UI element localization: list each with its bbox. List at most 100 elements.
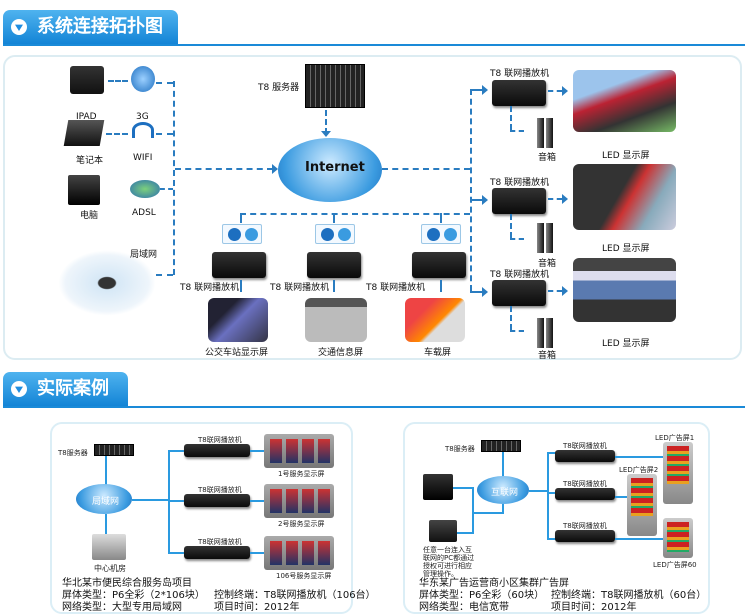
player-label: T8联网播放机: [198, 436, 242, 444]
media-player-icon: [212, 252, 266, 278]
link-line: [333, 280, 335, 292]
led-ad-screen-icon: [627, 474, 657, 536]
case-title: 华北某市便民综合服务岛项目: [62, 578, 192, 589]
screen-label: 公交车站显示屏: [205, 348, 269, 358]
note-text: 任意一台连入互联网的PC都通过授权可进行相应管理操作。: [423, 546, 474, 578]
vehicle-screen-photo: [405, 298, 465, 342]
led-screen-photo: [573, 258, 676, 322]
server-label: T8 服务器: [258, 83, 300, 93]
link-line: [240, 213, 470, 215]
player-label: T8 联网播放机: [180, 283, 240, 293]
link-line: [156, 82, 173, 84]
media-player-icon: [555, 450, 615, 462]
speaker-icon: [546, 223, 553, 253]
link-line: [382, 168, 470, 170]
screen-label: LED广告屏2: [619, 466, 659, 474]
divider: [3, 406, 745, 408]
traffic-info-screen-photo: [305, 298, 367, 342]
laptop-icon: [63, 120, 105, 146]
ipad-icon: [70, 66, 104, 94]
arrow-icon: [482, 287, 488, 297]
lan-network-icon: [58, 250, 156, 316]
speaker-icon: [546, 318, 553, 348]
service-screen-icon: [264, 484, 334, 518]
case-control-terminal: 控制终端：T8联网播放机（60台）: [551, 590, 707, 601]
case-network-type: 网络类型：电信宽带: [419, 602, 509, 613]
arrow-icon: [562, 286, 568, 296]
link-line: [510, 306, 512, 330]
wifi-icon: [132, 122, 154, 138]
led-ad-screen-icon: [663, 518, 693, 558]
link-line: [548, 198, 562, 200]
led-screen-photo: [573, 164, 676, 230]
arrow-icon: [482, 85, 488, 95]
link-line: [548, 90, 562, 92]
bus-stop-screen-photo: [208, 298, 268, 342]
player-label: T8联网播放机: [563, 522, 607, 530]
section-tab-topology[interactable]: 系统连接拓扑图: [3, 10, 178, 44]
case-title: 华东某广告运营商小区集群广告屏: [419, 578, 569, 589]
server-icon: [481, 440, 521, 452]
link-line: [470, 291, 482, 293]
link-line: [240, 213, 242, 223]
section-title: 实际案例: [37, 378, 109, 399]
laptop-icon: [429, 520, 457, 542]
case-project-time: 项目时间：2012年: [214, 602, 300, 613]
screen-label: 106号服务显示屏: [276, 572, 332, 580]
media-player-icon: [492, 80, 546, 106]
3g-label: 3G: [136, 112, 149, 122]
pc-label: 中心机房: [94, 564, 126, 573]
screen-label: 车载屏: [424, 348, 452, 358]
link-line: [175, 168, 273, 170]
arrow-icon: [562, 194, 568, 204]
media-player-icon: [492, 188, 546, 214]
link-line: [108, 80, 128, 82]
divider: [3, 44, 745, 46]
section-title: 系统连接拓扑图: [37, 16, 163, 37]
internet-cloud-icon: [477, 476, 529, 504]
note-line: 授权可进行相应: [423, 562, 472, 570]
wifi-label: WIFI: [133, 153, 153, 163]
section-icon: [11, 381, 27, 397]
link-line: [470, 89, 472, 291]
lan-label: 局域网: [130, 250, 158, 260]
arrow-icon: [482, 195, 488, 205]
speaker-label: 音箱: [538, 351, 557, 361]
speaker-icon: [546, 118, 553, 148]
media-player-icon: [555, 530, 615, 542]
link-line: [156, 133, 173, 135]
media-player-icon: [184, 444, 250, 457]
led-screen-label: LED 显示屏: [602, 339, 650, 349]
link-line: [156, 274, 173, 276]
player-label: T8 联网播放机: [490, 178, 550, 188]
speaker-icon: [537, 318, 544, 348]
player-label: T8 联网播放机: [490, 270, 550, 280]
led-ad-screen-icon: [663, 442, 693, 504]
internet-label: Internet: [305, 160, 365, 175]
player-label: T8 联网播放机: [490, 69, 550, 79]
screen-label: LED广告屏60: [653, 561, 697, 569]
media-player-icon: [492, 280, 546, 306]
link-line: [470, 199, 482, 201]
3g-icon: [131, 66, 155, 92]
media-player-icon: [307, 252, 361, 278]
cloud-label: 互联网: [491, 488, 519, 498]
server-icon: [305, 64, 365, 108]
wireless-module-icon: [222, 224, 262, 244]
case-screen-type: 屏体类型：P6全彩（60块）: [419, 590, 545, 601]
speaker-label: 音箱: [538, 153, 557, 163]
case-control-terminal: 控制终端：T8联网播放机（106台）: [214, 590, 376, 601]
link-line: [440, 280, 442, 292]
adsl-label: ADSL: [132, 208, 156, 218]
case-card-2: T8服务器 互联网 任意一台连入互联网的PC都通过授权可进行相应管理操作。 T8…: [403, 422, 710, 614]
lan-cloud-icon: [76, 484, 132, 514]
link-line: [440, 213, 442, 223]
link-line: [470, 89, 482, 91]
link-line: [510, 330, 524, 332]
arrow-icon: [272, 164, 278, 174]
link-line: [160, 188, 173, 190]
player-label: T8联网播放机: [563, 480, 607, 488]
speaker-label: 音箱: [538, 259, 557, 269]
section-tab-cases[interactable]: 实际案例: [3, 372, 128, 406]
service-screen-icon: [264, 434, 334, 468]
